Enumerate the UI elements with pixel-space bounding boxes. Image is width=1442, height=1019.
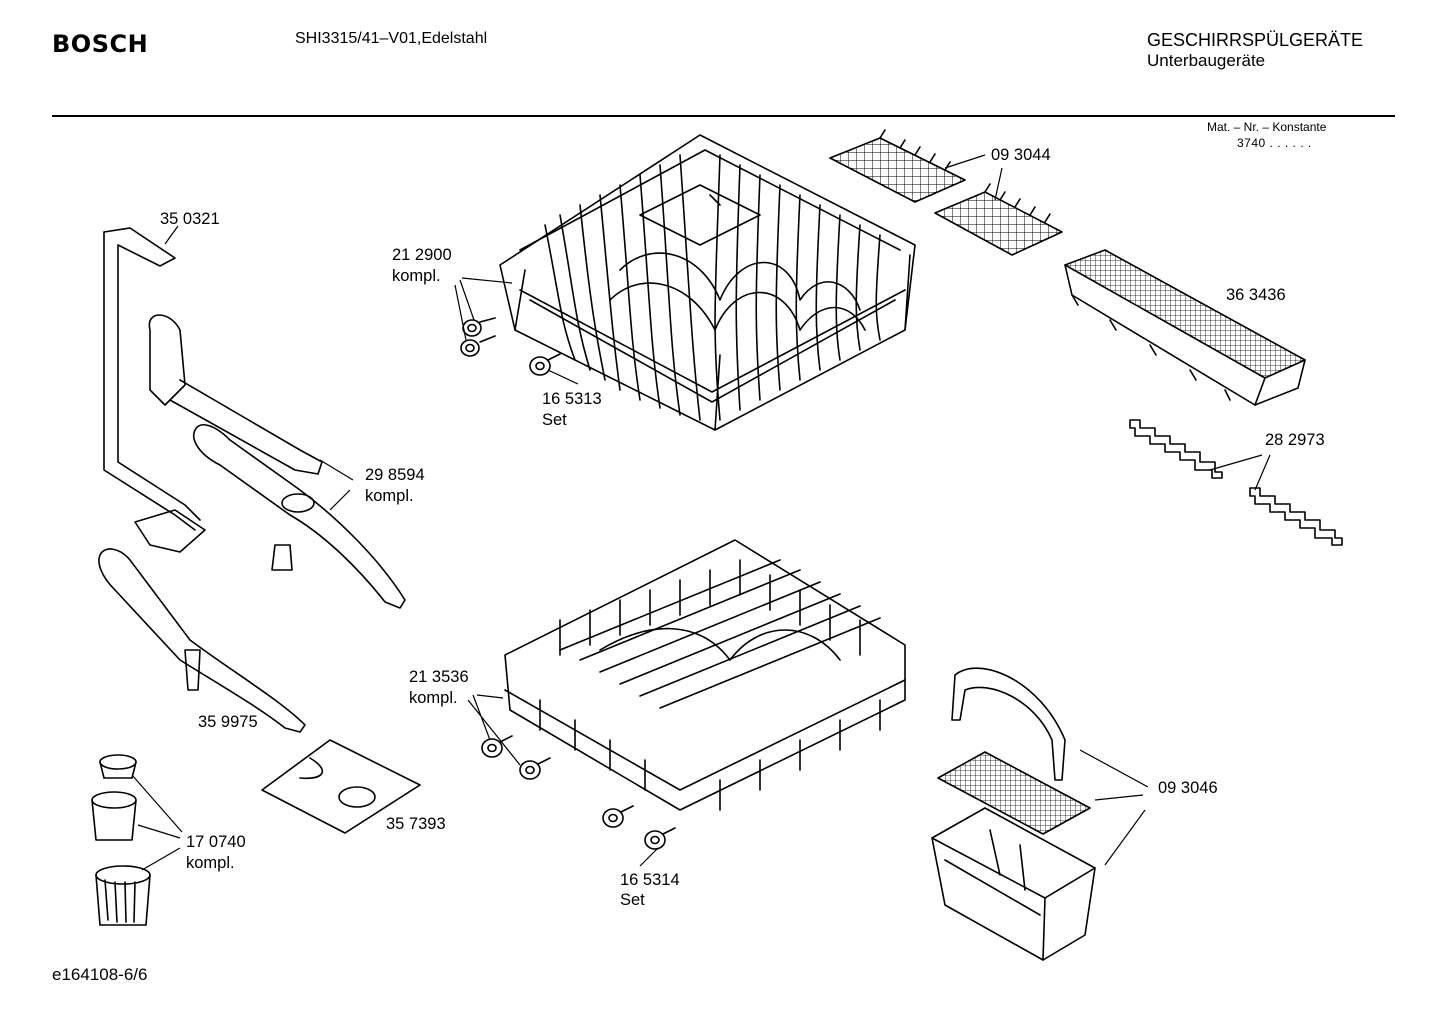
part-label-suffix: kompl. [392,267,441,285]
part-label-suffix: kompl. [186,854,235,872]
material-number-label: Mat. – Nr. – Konstante [1207,120,1327,134]
part-label-suffix: kompl. [365,487,414,505]
lower-basket [504,539,906,811]
leader-lines [131,154,1271,871]
brand-logo: BOSCH [52,30,149,58]
part-label: 35 0321 [160,210,220,228]
upper-spray-arm [193,424,406,609]
category-subtitle: Unterbaugeräte [1147,51,1266,70]
cutlery-basket [931,667,1096,961]
material-number-value: 3740 . . . . . . [1237,136,1312,150]
upper-basket-wheels [460,317,561,376]
cup-shelves [829,129,1063,256]
header-divider [52,115,1395,117]
stair-racks [1129,419,1343,546]
part-label-suffix: Set [542,411,567,429]
part-label: 16 5314 [620,871,680,889]
cutlery-tray [1064,249,1306,406]
upper-basket [499,134,916,431]
water-pipe [103,227,206,553]
part-label: 29 8594 [365,466,425,484]
part-labels: 35 0321 21 2900 kompl. 16 5313 Set 09 30… [160,146,1325,909]
part-label: 35 7393 [386,815,446,833]
model-title: SHI3315/41–V01,Edelstahl [295,30,488,47]
part-label: 36 3436 [1226,286,1286,304]
filter-assembly [91,754,151,926]
filter-plate [261,739,421,834]
part-label: 21 3536 [409,668,469,686]
document-id: e164108-6/6 [52,965,148,984]
part-label: 09 3046 [1158,779,1218,797]
lower-spray-arm [98,548,306,733]
part-label: 35 9975 [198,713,258,731]
upper-spray-arm-feeder [148,314,323,475]
part-label: 09 3044 [991,146,1051,164]
part-label-suffix: kompl. [409,689,458,707]
lower-basket-wheels [481,735,676,850]
part-label: 21 2900 [392,246,452,264]
category-title: GESCHIRRSPÜLGERÄTE [1147,30,1364,50]
part-label: 16 5313 [542,390,602,408]
part-label: 28 2973 [1265,431,1325,449]
part-label: 17 0740 [186,833,246,851]
part-label-suffix: Set [620,891,645,909]
